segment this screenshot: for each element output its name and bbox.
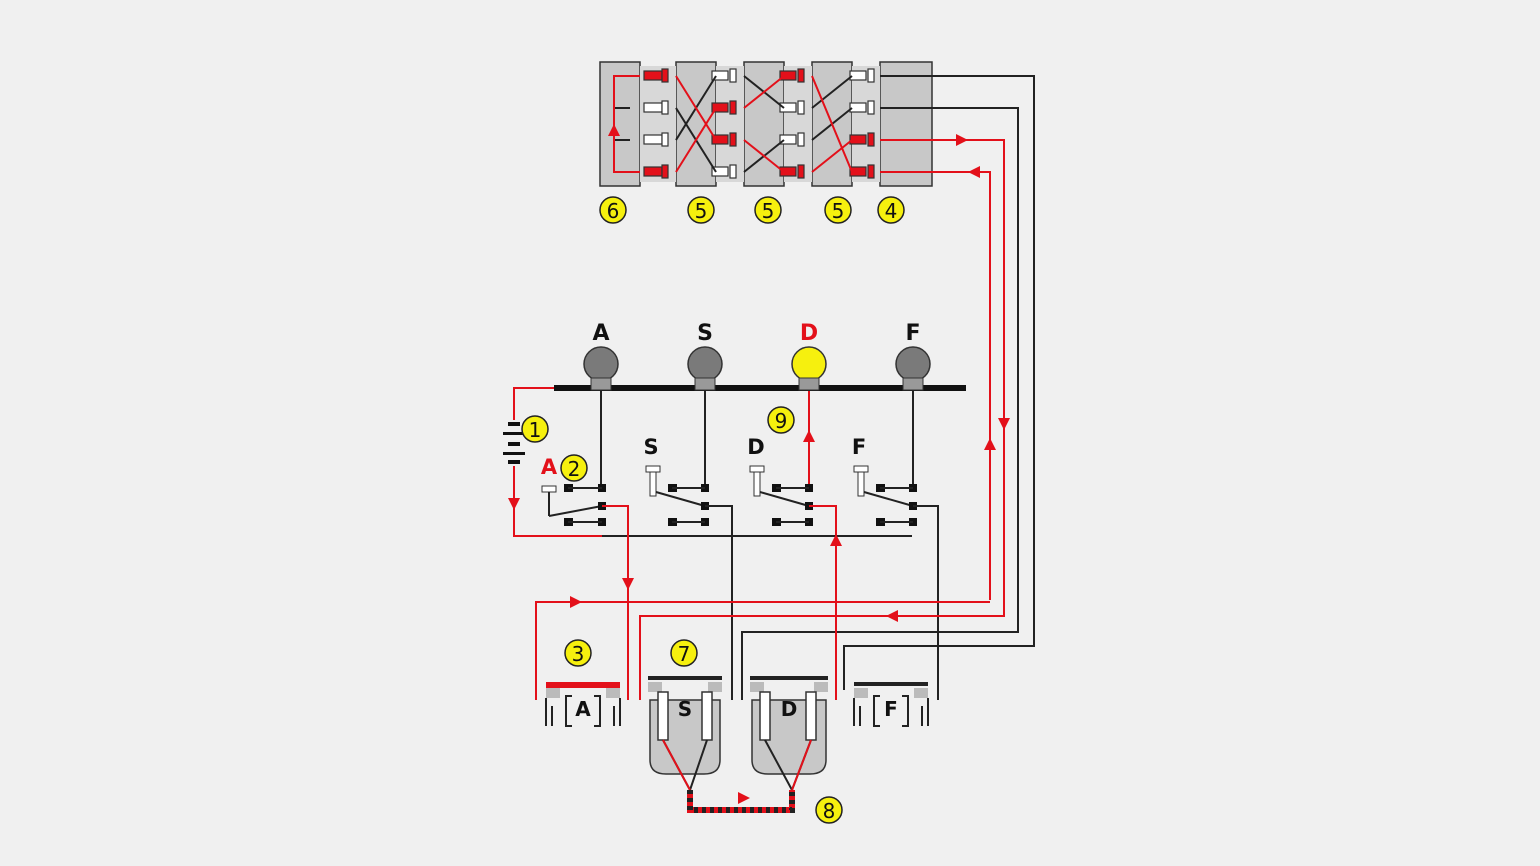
plug-s-label: S [678, 697, 692, 721]
plug-d[interactable]: D [750, 676, 828, 791]
lamp-board: A S D F 1 9 [503, 321, 966, 537]
plug-f-label: F [884, 697, 898, 721]
keyboard: A S [541, 435, 939, 700]
key-a[interactable]: A [541, 455, 634, 590]
key-d-label: D [747, 435, 764, 459]
marker-7: 7 [670, 639, 698, 667]
marker-6-text: 6 [607, 199, 620, 223]
key-a-label: A [541, 455, 558, 479]
plug-cable [687, 790, 795, 813]
lamp-s-bulb-icon [687, 346, 723, 382]
marker-5b-text: 5 [762, 199, 775, 223]
plug-a[interactable]: A [545, 682, 621, 727]
marker-7-text: 7 [678, 642, 691, 666]
marker-4: 4 [877, 196, 905, 224]
marker-8: 8 [815, 796, 843, 824]
lamp-d: D [791, 321, 827, 486]
pins-gap-3 [779, 68, 805, 179]
marker-1-text: 1 [529, 418, 542, 442]
marker-5b: 5 [754, 196, 782, 224]
marker-9: 9 [767, 406, 795, 434]
marker-3-text: 3 [572, 642, 585, 666]
lamp-a-bulb-icon [583, 346, 619, 382]
marker-4-text: 4 [885, 199, 898, 223]
key-f-label: F [852, 435, 866, 459]
plug-a-label: A [575, 697, 591, 721]
entry-wheel [879, 61, 933, 187]
marker-6: 6 [599, 196, 627, 224]
lamp-bus-bar [554, 385, 966, 391]
pins-gap-4 [849, 68, 875, 179]
rotor-assembly [599, 61, 1035, 700]
plug-d-label: D [781, 697, 798, 721]
plugboard: A S D [535, 420, 1005, 824]
lamp-f-label: F [905, 321, 920, 346]
marker-5c-text: 5 [832, 199, 845, 223]
lamp-f: F [895, 321, 931, 486]
marker-3: 3 [564, 639, 592, 667]
lamp-d-label: D [800, 321, 818, 346]
marker-5c: 5 [824, 196, 852, 224]
key-s-label: S [643, 435, 658, 459]
pins-gap-1 [643, 68, 669, 179]
marker-2: 2 [560, 454, 588, 482]
rotor-markers: 6 5 5 5 4 [599, 196, 905, 224]
key-f[interactable]: F [852, 435, 939, 700]
lamp-a-label: A [592, 321, 609, 346]
plug-f[interactable]: F [853, 682, 929, 727]
pins-gap-2 [711, 68, 737, 179]
battery-icon [503, 422, 525, 464]
lamp-s-label: S [697, 321, 713, 346]
lamp-a: A [583, 321, 619, 486]
marker-5a: 5 [687, 196, 715, 224]
marker-1: 1 [521, 415, 549, 443]
marker-2-text: 2 [568, 457, 581, 481]
marker-8-text: 8 [823, 799, 836, 823]
lamp-f-bulb-icon [895, 346, 931, 382]
rotor-middle [743, 61, 785, 187]
key-s[interactable]: S [643, 435, 733, 700]
marker-9-text: 9 [775, 409, 788, 433]
lamp-s: S [687, 321, 723, 486]
plug-s[interactable]: S [648, 676, 722, 791]
key-d[interactable]: D [747, 435, 842, 700]
rotor-left [675, 61, 717, 187]
marker-5a-text: 5 [695, 199, 708, 223]
reflector [599, 61, 641, 187]
lamp-d-bulb-icon [791, 346, 827, 382]
